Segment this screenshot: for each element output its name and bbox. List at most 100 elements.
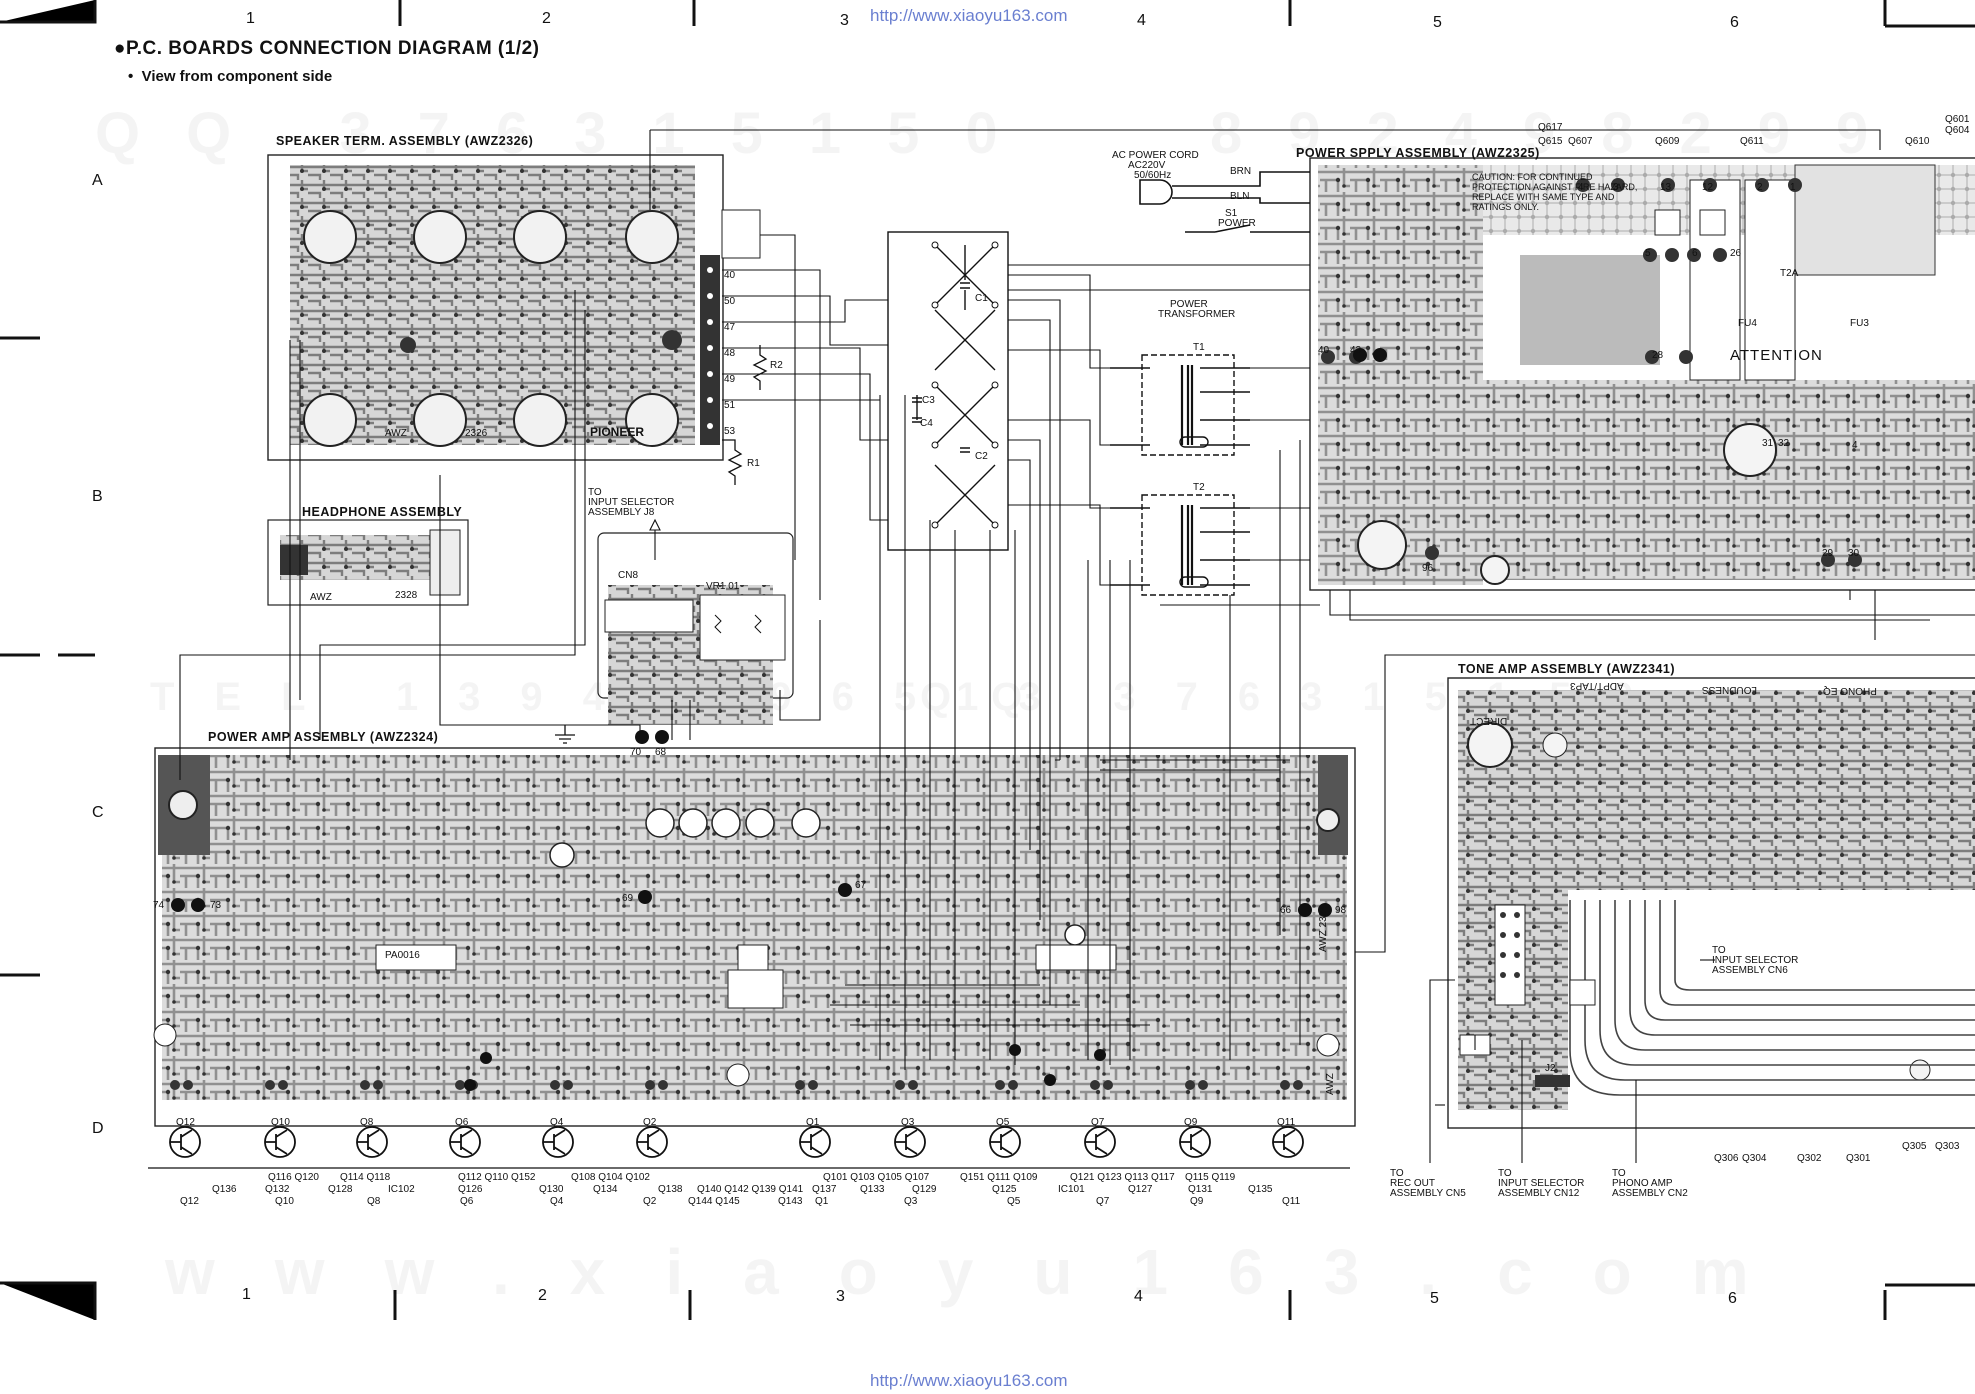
transformers xyxy=(1110,354,1250,596)
grid-col-bottom-2: 2 xyxy=(538,1287,547,1304)
ref-row3: Q143 xyxy=(778,1196,803,1207)
cn8-label: CN8 xyxy=(618,570,639,581)
speaker-board xyxy=(267,154,761,461)
ref-row1: Q114 Q118 xyxy=(340,1172,391,1183)
ref-row2: Q138 xyxy=(658,1184,683,1195)
to-input-cn12-line2: INPUT SELECTOR xyxy=(1498,1178,1585,1189)
to-input-j8-line3: ASSEMBLY J8 xyxy=(588,507,655,518)
ref-row2: Q129 xyxy=(912,1184,937,1195)
to-phono-line1: TO xyxy=(1612,1168,1626,1179)
to-input-cn6-line2: INPUT SELECTOR xyxy=(1712,955,1799,966)
awz-headphone: AWZ xyxy=(310,592,332,603)
supply-terminal-label: 12 xyxy=(1702,182,1714,193)
grid-row-c: C xyxy=(92,804,104,821)
adpt-tap-label: ADPT/TAP3 xyxy=(1570,680,1624,691)
ref-row3: Q144 Q145 xyxy=(688,1196,740,1207)
bln-label: BLN xyxy=(1230,191,1250,202)
supply-terminal-label: 96 xyxy=(1422,563,1434,574)
ref-row3: Q10 xyxy=(275,1196,294,1207)
attention-label: ATTENTION xyxy=(1730,347,1823,364)
q-ref-tone: Q302 xyxy=(1797,1153,1822,1164)
to-phono-line3: ASSEMBLY CN2 xyxy=(1612,1188,1688,1199)
ac-cord-label: AC POWER CORD xyxy=(1112,150,1199,161)
grid-col-bottom-1: 1 xyxy=(242,1286,251,1303)
ref-row3: Q11 xyxy=(1282,1196,1301,1207)
power-transformer-label-1: POWER xyxy=(1170,299,1208,310)
speaker-terminal-label: 48 xyxy=(724,348,736,359)
speaker-terminal-label: 53 xyxy=(724,426,736,437)
to-phono-line2: PHONO AMP xyxy=(1612,1178,1673,1189)
capacitor-network xyxy=(887,231,1009,551)
resistors xyxy=(722,345,768,485)
q-ref-tone: Q301 xyxy=(1846,1153,1871,1164)
awz-power-amp: AWZ 2324 xyxy=(1318,905,1329,952)
to-input-cn6-line1: TO xyxy=(1712,945,1726,956)
q-ref-tone: Q306 xyxy=(1714,1153,1739,1164)
bottom-url[interactable]: http://www.xiaoyu163.com xyxy=(870,1371,1068,1390)
q-ref-tone: Q303 xyxy=(1935,1141,1960,1152)
grid-row-a: A xyxy=(92,172,103,189)
supply-terminal-label: 2 xyxy=(1757,182,1763,193)
supply-terminal-label: 4 xyxy=(1578,182,1584,193)
ref-row3: Q12 xyxy=(180,1196,199,1207)
c1-label: C1 xyxy=(975,293,988,304)
supply-terminal-label: 5 xyxy=(1645,248,1651,259)
ref-row3: Q6 xyxy=(460,1196,474,1207)
q-ref-top: Q601 xyxy=(1945,114,1970,125)
grid-col-top-4: 4 xyxy=(1137,12,1146,29)
supply-terminal-label: 13 xyxy=(1660,182,1672,193)
tone-amp-assembly-label: TONE AMP ASSEMBLY (AWZ2341) xyxy=(1458,662,1676,676)
transistor-label: Q4 xyxy=(550,1117,564,1128)
to-rec-out-line1: TO xyxy=(1390,1168,1404,1179)
to-input-j8-line2: INPUT SELECTOR xyxy=(588,497,675,508)
transistor-label: Q9 xyxy=(1184,1117,1198,1128)
page-title: ●P.C. BOARDS CONNECTION DIAGRAM (1/2) xyxy=(114,38,540,59)
ref-row3: Q3 xyxy=(904,1196,918,1207)
ref-row1: Q151 Q111 Q109 xyxy=(960,1172,1038,1183)
pioneer-logo: PIONEER xyxy=(590,425,645,439)
ref-row2: Q132 xyxy=(265,1184,290,1195)
transistor-label: Q2 xyxy=(643,1117,657,1128)
ac-voltage-label: AC220V xyxy=(1128,160,1166,171)
supply-terminal-label: 30 xyxy=(1848,548,1860,559)
pa-terminal-label: 68 xyxy=(655,747,667,758)
ref-row3: Q4 xyxy=(550,1196,564,1207)
watermark-tel: TEL 13942296513 xyxy=(150,675,1081,720)
frame-ticks xyxy=(0,0,1975,1320)
grid-col-bottom-4: 4 xyxy=(1134,1288,1143,1305)
awz-headphone-num: 2328 xyxy=(395,590,418,601)
pa-terminal-label: 66 xyxy=(1280,905,1292,916)
watermark-www: www.xiaoyu163.com xyxy=(165,1235,1809,1309)
grid-col-top-2: 2 xyxy=(542,10,551,27)
title-bullet-icon: ● xyxy=(114,38,126,59)
ref-row1: Q116 Q120 xyxy=(268,1172,319,1183)
power-amp-board xyxy=(148,747,1356,1169)
grid-col-top-3: 3 xyxy=(840,12,849,29)
ref-row2: Q130 xyxy=(539,1184,564,1195)
to-rec-out-line2: REC OUT xyxy=(1390,1178,1435,1189)
transistor-label: Q7 xyxy=(1091,1117,1105,1128)
to-input-cn12-line1: TO xyxy=(1498,1168,1512,1179)
top-url[interactable]: http://www.xiaoyu163.com xyxy=(870,6,1068,25)
ref-row3: Q7 xyxy=(1096,1196,1110,1207)
fu4-label: FU4 xyxy=(1738,318,1757,329)
terminal-pads xyxy=(171,348,1387,1091)
ref-row2: Q134 xyxy=(593,1184,618,1195)
loudness-label: LOUDNESS xyxy=(1702,684,1758,695)
t1-label: T1 xyxy=(1193,342,1205,353)
ref-row2: Q133 xyxy=(860,1184,885,1195)
pa-terminal-label: 69 xyxy=(622,893,634,904)
t2a-label: T2A xyxy=(1780,268,1799,279)
grid-col-top-1: 1 xyxy=(246,10,255,27)
speaker-assembly-label: SPEAKER TERM. ASSEMBLY (AWZ2326) xyxy=(276,134,534,148)
transistor-label: Q11 xyxy=(1277,1117,1296,1128)
ref-row3: Q2 xyxy=(643,1196,657,1207)
to-rec-out-line3: ASSEMBLY CN5 xyxy=(1390,1188,1466,1199)
direct-label: DIRECT xyxy=(1470,715,1508,726)
transistor-label: Q10 xyxy=(271,1117,290,1128)
tone-amp-board xyxy=(1447,677,1975,1129)
transistor-label: Q1 xyxy=(806,1117,820,1128)
q-ref-top: Q609 xyxy=(1655,136,1680,147)
supply-terminal-label: 26 xyxy=(1730,248,1742,259)
